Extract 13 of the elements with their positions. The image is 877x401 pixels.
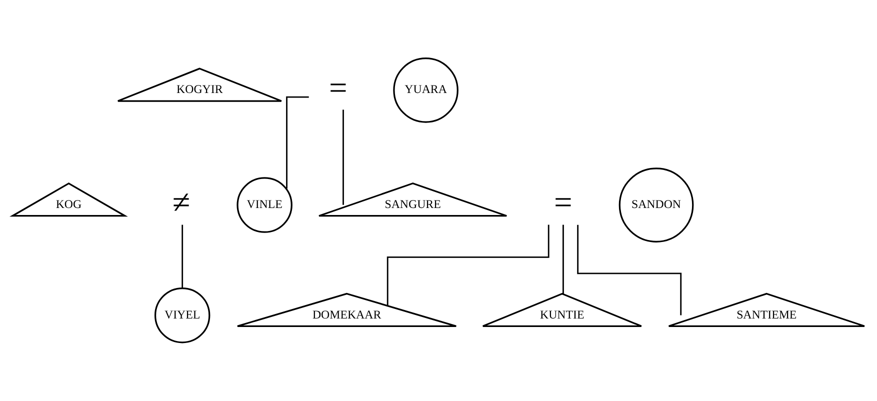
connector [577, 224, 682, 316]
node-text: ≠ [172, 185, 190, 222]
node-circle: VIYEL [154, 287, 210, 344]
connector [182, 224, 184, 288]
connector [342, 110, 344, 205]
node-circle: SANDON [618, 168, 694, 242]
connector [562, 224, 564, 294]
node-text: = [328, 70, 348, 106]
connector [386, 224, 550, 306]
node-circle: YUARA [393, 58, 458, 123]
node-text: = [554, 185, 572, 222]
node-circle: VINLE [236, 177, 292, 233]
connector [286, 96, 309, 189]
